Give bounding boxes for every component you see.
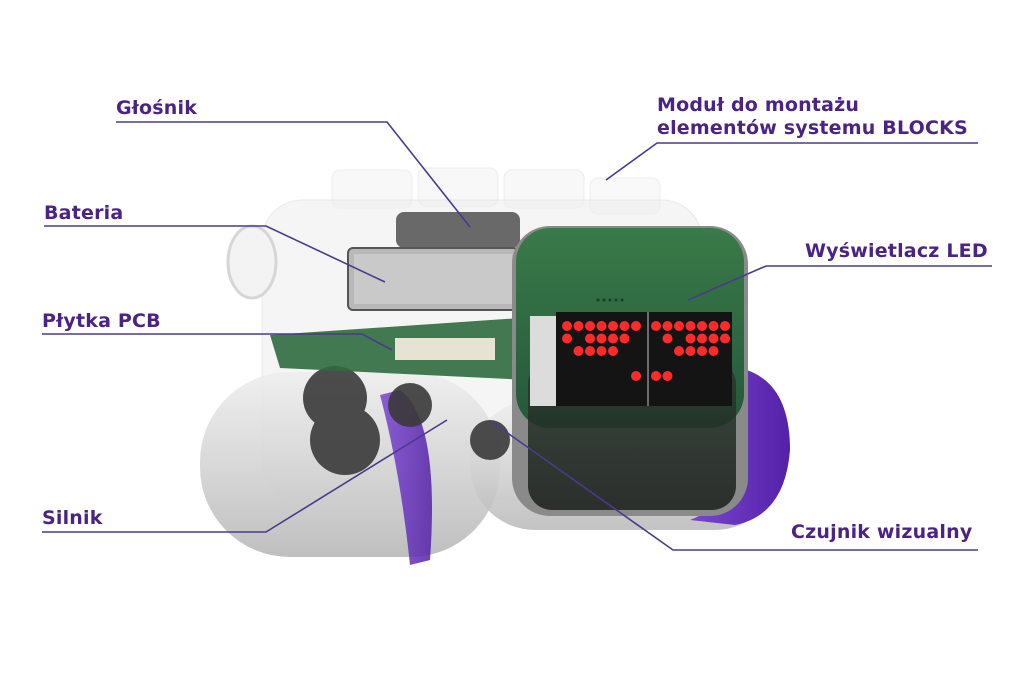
led-dot bbox=[596, 333, 607, 344]
led-dot bbox=[573, 321, 584, 331]
led-matrix bbox=[562, 321, 730, 381]
led-dot bbox=[720, 333, 730, 344]
led-dot bbox=[708, 333, 719, 344]
led-dot bbox=[608, 333, 618, 344]
led-dot bbox=[697, 321, 707, 331]
led-dot bbox=[585, 321, 595, 331]
led-dot bbox=[596, 346, 607, 356]
led-dot bbox=[685, 333, 696, 344]
label-pcb: Płytka PCB bbox=[42, 310, 161, 332]
led-dot bbox=[562, 333, 572, 344]
led-dot bbox=[651, 321, 661, 331]
led-dot bbox=[697, 333, 707, 344]
led-dot bbox=[562, 321, 572, 331]
led-dot bbox=[631, 371, 641, 381]
label-motor: Silnik bbox=[42, 507, 103, 529]
gears bbox=[303, 366, 510, 475]
label-led-display: Wyświetlacz LED bbox=[805, 240, 988, 262]
led-dot bbox=[619, 333, 630, 344]
led-dot bbox=[585, 333, 595, 344]
led-dot bbox=[619, 321, 630, 331]
led-dot bbox=[697, 346, 707, 356]
label-blocks-module: Moduł do montażu elementów systemu BLOCK… bbox=[657, 94, 968, 140]
led-dot bbox=[608, 346, 618, 356]
led-dot bbox=[662, 321, 673, 331]
led-dot bbox=[708, 346, 719, 356]
led-dot bbox=[573, 346, 584, 356]
label-speaker: Głośnik bbox=[116, 97, 198, 119]
label-blocks-module-line1: Moduł do montażu bbox=[657, 94, 860, 116]
label-vision-sensor: Czujnik wizualny bbox=[791, 521, 973, 543]
led-dot bbox=[674, 321, 684, 331]
led-dot bbox=[651, 371, 661, 381]
led-dot bbox=[631, 321, 641, 331]
led-dot bbox=[708, 321, 719, 331]
led-dot bbox=[662, 333, 673, 344]
led-dot bbox=[685, 346, 696, 356]
led-dot bbox=[662, 371, 673, 381]
label-battery: Bateria bbox=[44, 202, 124, 224]
led-dot bbox=[596, 321, 607, 331]
label-blocks-module-line2: elementów systemu BLOCKS bbox=[657, 117, 968, 139]
led-dot bbox=[720, 321, 730, 331]
led-dot bbox=[674, 346, 684, 356]
led-dot bbox=[685, 321, 696, 331]
led-dot bbox=[585, 346, 595, 356]
led-dot bbox=[608, 321, 618, 331]
leader-lines bbox=[42, 121, 992, 551]
